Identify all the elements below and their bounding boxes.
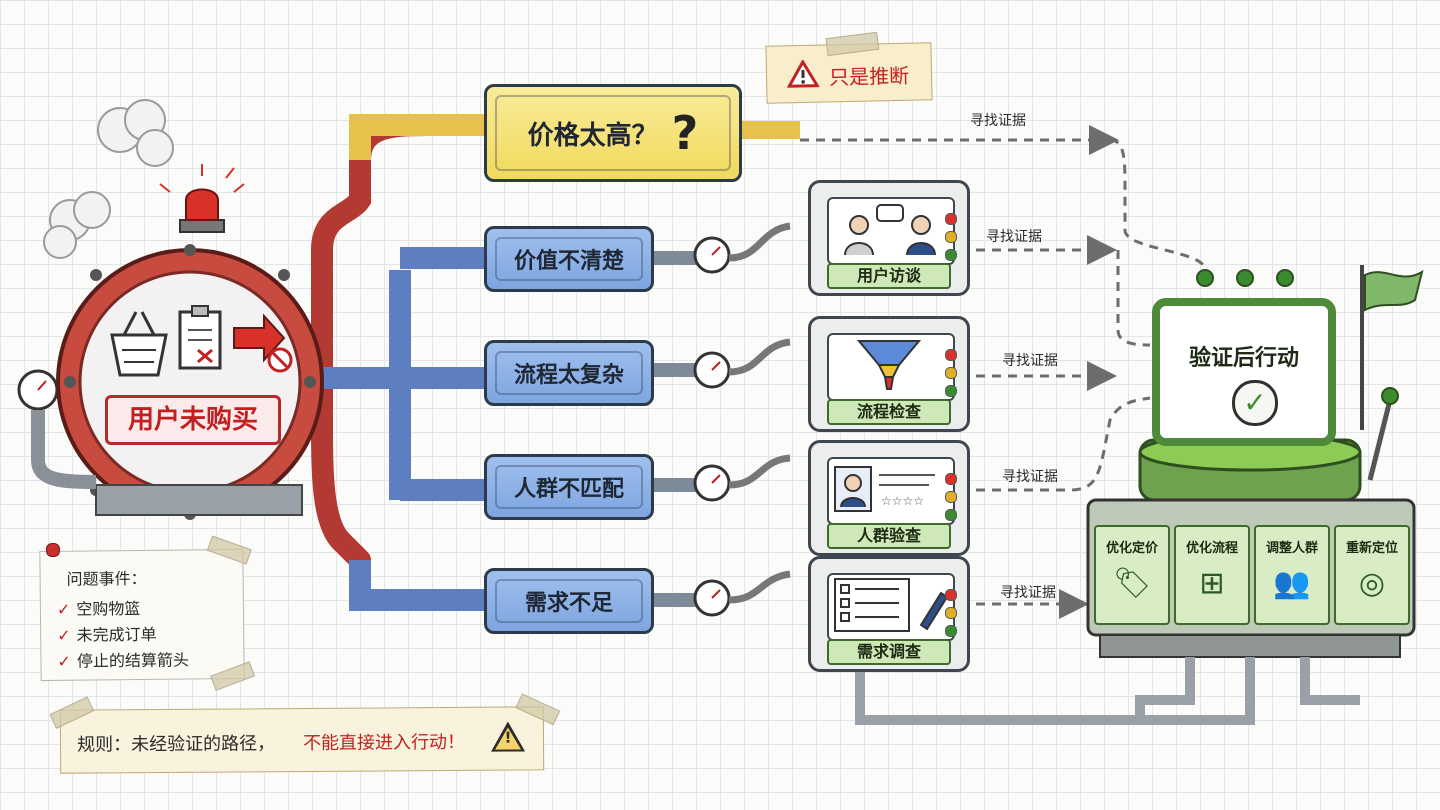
- final-action-title: 验证后行动: [1188, 346, 1299, 371]
- events-note-item: ✓停止的结算箭头: [57, 647, 189, 672]
- station-label: 需求调查: [827, 639, 951, 665]
- events-note-item-text: 空购物篮: [76, 599, 141, 619]
- inference-note-text: 只是推断: [828, 63, 910, 90]
- rule-note-prefix: 规则：未经验证的路径，: [76, 733, 276, 756]
- pushpin-icon: [46, 543, 60, 557]
- hypothesis-label: 价格太高？: [527, 120, 658, 151]
- hypothesis-label: 需求不足: [524, 591, 613, 616]
- check-icon: ✓: [57, 651, 71, 671]
- check-icon: ✓: [56, 599, 71, 619]
- station-audience-check: ☆☆☆☆ 人群验查: [808, 440, 970, 556]
- station-process-check: 流程检查: [808, 316, 970, 432]
- final-action-screen: 验证后行动 ✓: [1152, 298, 1336, 446]
- hypothesis-value-unclear: 价值不清楚: [484, 226, 654, 292]
- action-label: 重新定位: [1345, 541, 1398, 556]
- funnel-icon: [856, 340, 922, 390]
- hypothesis-label: 价值不清楚: [513, 249, 624, 274]
- evidence-label: 寻找证据: [970, 113, 1026, 129]
- target-icon: ◎: [1358, 566, 1386, 601]
- station-demand-survey: 需求调查: [808, 556, 970, 672]
- problem-events-note: 问题事件： ✓空购物篮 ✓未完成订单 ✓停止的结算箭头: [39, 535, 256, 691]
- rule-note: 规则：未经验证的路径， 不能直接进入行动！ !: [49, 693, 561, 774]
- action-label: 优化流程: [1185, 541, 1238, 556]
- action-label: 优化定价: [1105, 541, 1158, 556]
- station-label: 流程检查: [827, 399, 951, 425]
- svg-text:☆☆☆☆: ☆☆☆☆: [881, 494, 924, 508]
- evidence-label: 寻找证据: [986, 229, 1042, 245]
- action-adjust-audience: 调整人群 👥: [1254, 525, 1330, 625]
- station-label: 用户访谈: [827, 263, 951, 289]
- question-mark-icon: ?: [671, 106, 699, 160]
- hypothesis-label: 人群不匹配: [513, 477, 624, 502]
- evidence-label: 寻找证据: [1000, 585, 1056, 601]
- main-problem-label: 用户未购买: [105, 395, 281, 445]
- hypothesis-label: 流程太复杂: [513, 363, 624, 388]
- action-optimize-process: 优化流程 ⊞: [1174, 525, 1250, 625]
- shopping-basket-icon: [110, 311, 168, 377]
- check-icon: ✓: [1232, 380, 1278, 426]
- events-note-item-text: 未完成订单: [76, 624, 157, 645]
- action-label: 调整人群: [1265, 541, 1318, 556]
- flowchart-icon: ⊞: [1199, 566, 1225, 601]
- check-icon: ✓: [57, 625, 71, 645]
- people-icon: 👥: [1273, 566, 1311, 601]
- inference-note: 只是推断: [765, 31, 933, 104]
- survey-icon: [834, 578, 949, 632]
- events-note-item-text: 停止的结算箭头: [76, 650, 189, 671]
- hypothesis-price-too-high: 价格太高？ ?: [484, 84, 742, 182]
- evidence-label: 寻找证据: [1002, 353, 1058, 369]
- events-note-item: ✓未完成订单: [57, 621, 157, 646]
- warning-icon: [786, 59, 820, 88]
- events-note-item: ✓空购物篮: [57, 595, 141, 620]
- station-user-interview: 用户访谈: [808, 180, 970, 296]
- hypothesis-insufficient-demand: 需求不足: [484, 568, 654, 634]
- clipboard-x-icon: [178, 305, 222, 370]
- blocked-arrow-icon: [233, 313, 293, 373]
- interview-icon: [844, 204, 936, 256]
- rule-note-emphasis: 不能直接进入行动！: [302, 731, 466, 754]
- hypothesis-audience-mismatch: 人群不匹配: [484, 454, 654, 520]
- price-tag-icon: 🏷: [1112, 566, 1152, 601]
- evidence-label: 寻找证据: [1002, 469, 1058, 485]
- action-reposition: 重新定位 ◎: [1334, 525, 1410, 625]
- profile-card-icon: ☆☆☆☆: [834, 466, 935, 512]
- hypothesis-process-too-complex: 流程太复杂: [484, 340, 654, 406]
- events-note-title: 问题事件：: [66, 568, 147, 589]
- action-optimize-pricing: 优化定价 🏷: [1094, 525, 1170, 625]
- station-label: 人群验查: [827, 523, 951, 549]
